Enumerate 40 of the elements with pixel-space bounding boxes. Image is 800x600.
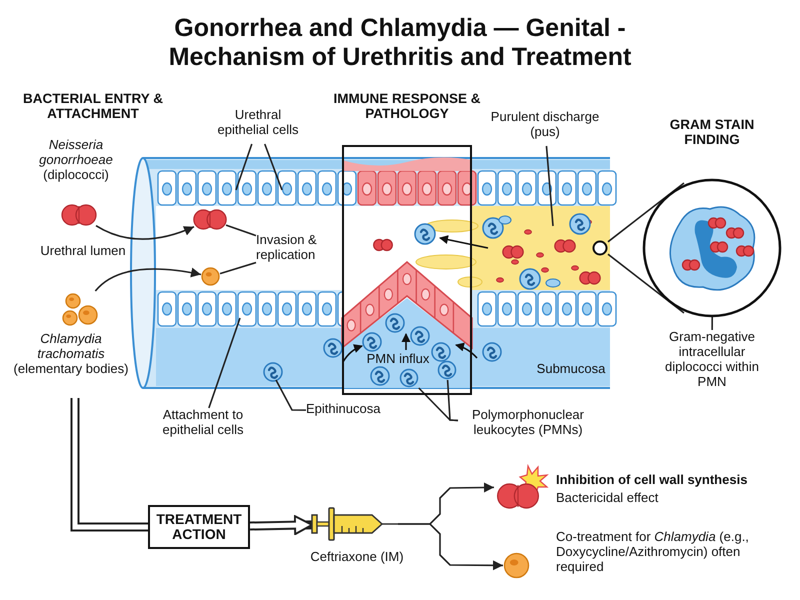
leader-line	[275, 380, 306, 411]
section-heading: GRAM STAIN FINDING	[668, 118, 756, 148]
diplococcus-icon	[194, 207, 226, 232]
leader-line	[264, 144, 283, 190]
arrow	[96, 224, 194, 240]
note-text: Co-treatment for Chlamydia (e.g., Doxycycline/Azithromycin) often required	[556, 530, 750, 575]
organism-label: Neisseria gonorrhoeae (diplococci)	[38, 138, 114, 183]
diplococcus-icon	[62, 202, 96, 228]
magnification-lines	[607, 182, 685, 314]
syringe-icon	[312, 506, 398, 542]
drug-label: Ceftriaxone (IM)	[309, 550, 405, 565]
region-label: Urethral lumen	[39, 244, 127, 259]
leader-line	[226, 224, 256, 236]
arrow	[94, 268, 202, 292]
effect-text: Inhibition of cell wall synthesis	[556, 473, 748, 488]
organism-label: Chlamydia trachomatis (elementary bodies)	[12, 332, 130, 377]
neutrophil-icon	[437, 360, 457, 380]
section-heading: BACTERIAL ENTRY & ATTACHMENT	[22, 92, 164, 122]
title: Gonorrhea and Chlamydia — Genital - Mechanism of Urethritis and Treatment	[168, 14, 632, 72]
leader-line	[546, 146, 554, 226]
leader-line	[446, 380, 458, 422]
arrow	[398, 523, 503, 570]
leader-line	[208, 318, 241, 408]
callout-label: Polymorphonuclear leukocytes (PMNs)	[458, 408, 598, 442]
magnifier-circle	[592, 240, 608, 256]
callout-label: Invasion & replication	[256, 233, 338, 267]
region-label: Submucosa	[536, 362, 606, 377]
chlamydia-body-icon	[201, 267, 220, 286]
effect-text: Bactericidal effect	[556, 491, 660, 506]
leader-line	[235, 144, 253, 190]
flow-arrow	[250, 515, 313, 536]
callout-label: Gram-negative intracellular diplococci within PMN	[652, 330, 772, 396]
region-label: PMN influx	[366, 352, 430, 367]
neutrophil-icon	[399, 368, 419, 388]
callout-label: Attachment to epithelial cells	[150, 408, 256, 442]
callout-label: Urethral epithelial cells	[208, 108, 308, 144]
treatment-box: TREATMENT ACTION	[148, 505, 250, 549]
leader-line	[220, 262, 256, 274]
callout-label: Epithinucosa	[306, 402, 386, 419]
chlamydia-body-icon	[503, 552, 530, 579]
